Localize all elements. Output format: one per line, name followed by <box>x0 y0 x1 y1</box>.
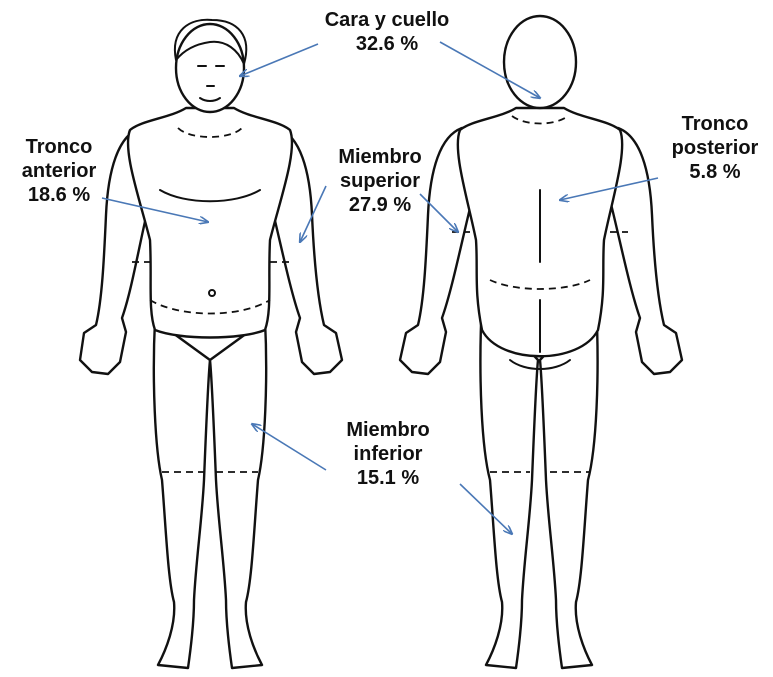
front-right-leg <box>210 320 266 668</box>
label-face-neck-name: Cara y cuello <box>302 8 472 32</box>
front-head <box>176 24 244 112</box>
back-head <box>504 16 576 108</box>
label-lower-limb-name2: inferior <box>328 442 448 466</box>
label-anterior-trunk-name2: anterior <box>4 159 114 183</box>
label-upper-limb-value: 27.9 % <box>315 193 445 217</box>
label-face-neck-value: 32.6 % <box>302 32 472 56</box>
label-upper-limb-name2: superior <box>315 169 445 193</box>
label-lower-limb-value: 15.1 % <box>328 466 448 490</box>
label-anterior-trunk: Tronco anterior 18.6 % <box>4 135 114 207</box>
front-left-leg <box>154 320 210 668</box>
label-upper-limb: Miembro superior 27.9 % <box>315 145 445 217</box>
label-upper-limb-name1: Miembro <box>315 145 445 169</box>
label-lower-limb-name1: Miembro <box>328 418 448 442</box>
front-figure <box>80 20 342 668</box>
label-posterior-trunk-name2: posterior <box>660 136 770 160</box>
label-anterior-trunk-value: 18.6 % <box>4 183 114 207</box>
label-anterior-trunk-name1: Tronco <box>4 135 114 159</box>
label-lower-limb: Miembro inferior 15.1 % <box>328 418 448 490</box>
back-figure <box>400 16 682 668</box>
label-posterior-trunk-value: 5.8 % <box>660 160 770 184</box>
label-posterior-trunk-name1: Tronco <box>660 112 770 136</box>
front-torso <box>128 108 292 338</box>
label-face-neck: Cara y cuello 32.6 % <box>302 8 472 56</box>
label-posterior-trunk: Tronco posterior 5.8 % <box>660 112 770 184</box>
